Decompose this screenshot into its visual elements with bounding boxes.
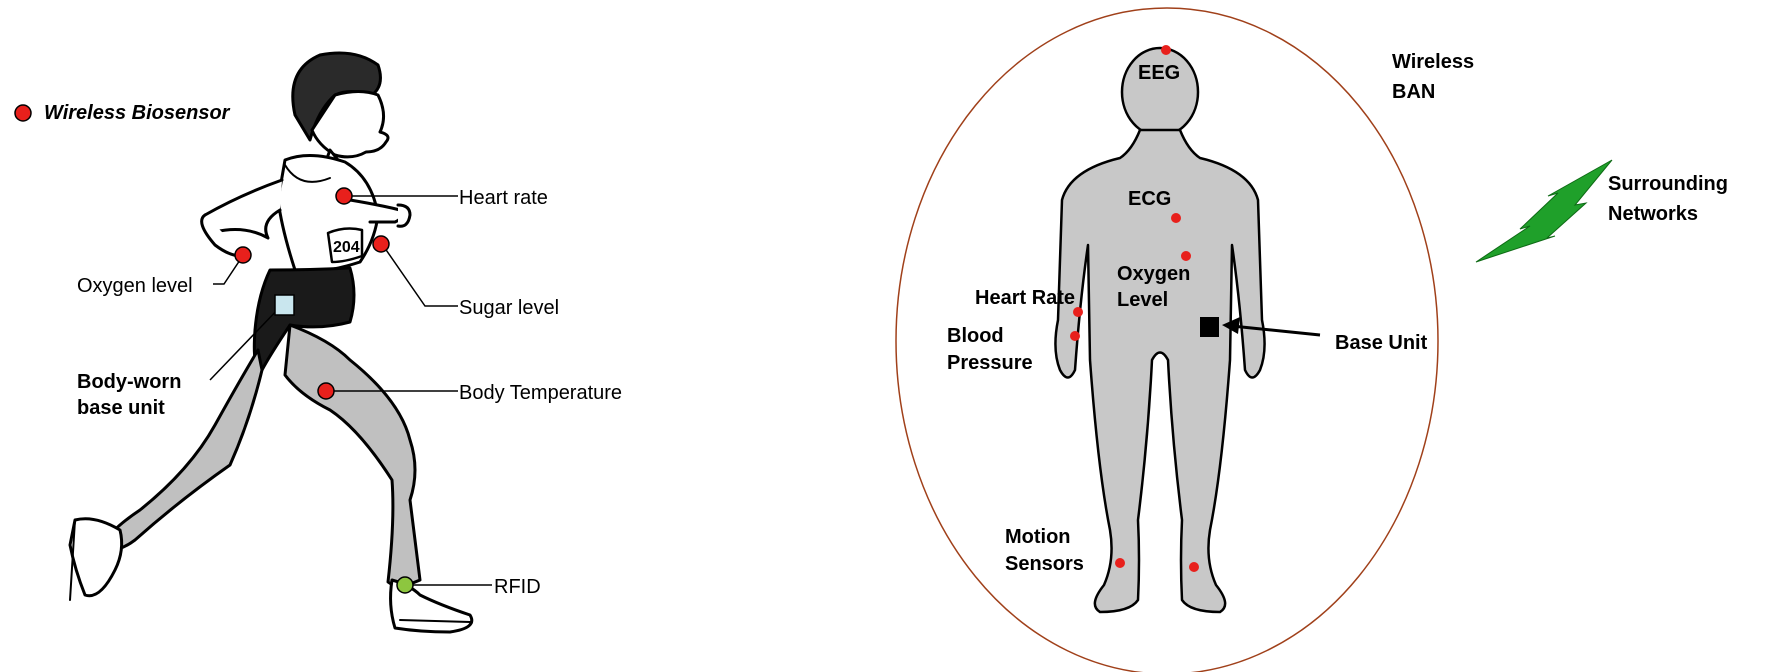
sensor-motion-left [1115,558,1125,568]
legend-label: Wireless Biosensor [44,102,231,124]
svg-text:204: 204 [333,239,360,256]
label-heart-rate: Heart Rate [975,287,1075,309]
base-unit-arrow [1222,317,1320,335]
label-ecg: ECG [1128,188,1171,210]
label-oxygen-level: Oxygen level [77,275,193,297]
label-motion-line2: Sensors [1005,553,1084,575]
wireless-ban-line1: Wireless [1392,51,1474,73]
lightning-bolt-icon [1476,160,1612,262]
label-base-unit-line2: base unit [77,397,165,419]
sensor-oxygen-level [235,247,251,263]
sensor-ecg [1171,213,1181,223]
surrounding-networks-line1: Surrounding [1608,173,1728,195]
sensor-heart-rate [336,188,352,204]
label-heart-rate: Heart rate [459,187,548,209]
runner-figure: 204 [70,53,472,632]
race-number: 204 [328,229,362,262]
label-oxygen-line2: Level [1117,289,1168,311]
label-motion-line1: Motion [1005,526,1071,548]
surrounding-networks-line2: Networks [1608,203,1698,225]
sensor-sugar-level [373,236,389,252]
wireless-ban-line2: BAN [1392,81,1435,103]
sensor-oxygen [1181,251,1191,261]
label-base-unit: Base Unit [1335,332,1428,354]
sensor-motion-right [1189,562,1199,572]
sensor-blood-pressure [1070,331,1080,341]
label-eeg: EEG [1138,62,1180,84]
leader-sugar-level [382,244,458,306]
left-panel: Wireless Biosensor 204 [15,53,622,632]
label-rfid: RFID [494,576,541,598]
label-blood-line1: Blood [947,325,1004,347]
legend-sensor-dot [15,105,31,121]
legend: Wireless Biosensor [15,102,231,124]
sensor-rfid [397,577,413,593]
label-base-unit-line1: Body-worn [77,371,181,393]
label-blood-line2: Pressure [947,352,1033,374]
sensor-eeg [1161,45,1171,55]
sensor-body-temperature [318,383,334,399]
label-sugar-level: Sugar level [459,297,559,319]
body-worn-base-unit [275,295,294,315]
label-oxygen-line1: Oxygen [1117,263,1190,285]
label-body-temperature: Body Temperature [459,382,622,404]
base-unit-block [1200,317,1219,337]
right-panel: EEG ECG Oxygen Level Heart Rate Blood Pr… [896,8,1728,672]
